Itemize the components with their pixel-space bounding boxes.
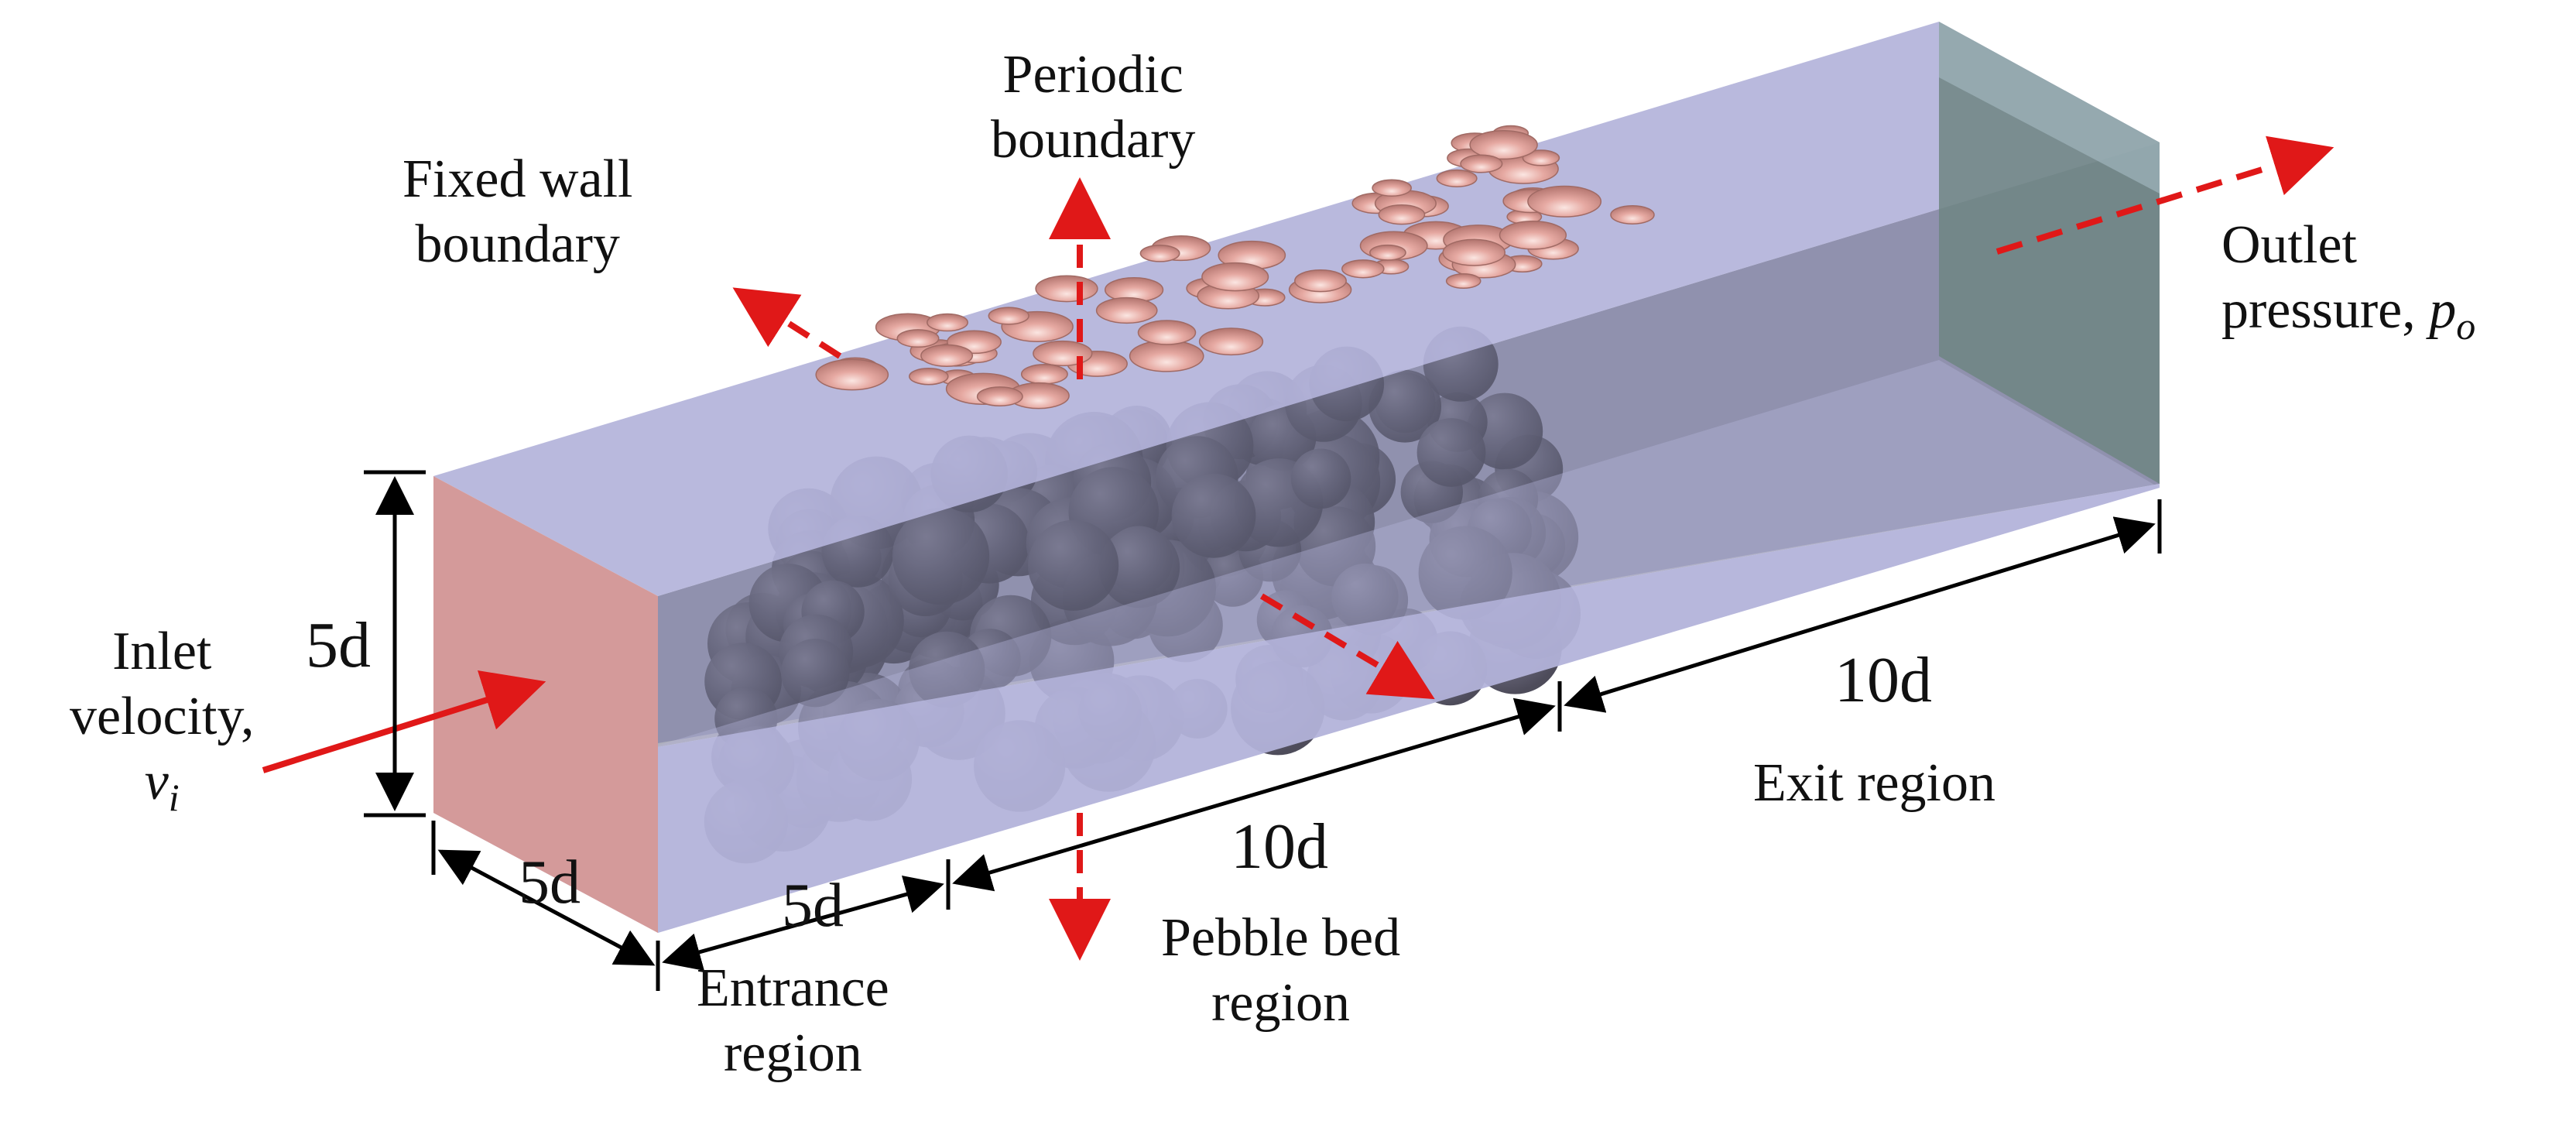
outlet-pressure-label: Outlet pressure, po [2221, 213, 2475, 349]
outlet-label-line2: pressure, po [2221, 278, 2475, 349]
dimension-lines [364, 470, 2162, 991]
pebble-cap [1469, 130, 1538, 160]
inlet-label-line2: velocity, [70, 687, 255, 746]
periodic-label-line2: boundary [991, 110, 1196, 170]
outlet-label-text: pressure, [2221, 280, 2430, 340]
entrance-label-line1: Entrance [697, 958, 889, 1018]
outlet-label-line1: Outlet [2221, 215, 2357, 275]
pebble-cap [1460, 154, 1503, 173]
pebble-label-line2: region [1211, 973, 1350, 1033]
pebble-cap [1035, 275, 1098, 303]
pebble-cap [1522, 149, 1560, 166]
outlet-face-top [1939, 22, 2160, 194]
entrance-dimension-label: 5d [782, 872, 844, 940]
pebble-cap [1436, 169, 1478, 187]
inlet-subscript: i [168, 776, 180, 819]
pebble-cap [1499, 221, 1567, 250]
pebble-cap [1378, 204, 1426, 225]
pebble-cap [815, 358, 889, 391]
fixed-wall-boundary-label: Fixed wall boundary [402, 147, 632, 277]
periodic-boundary-label: Periodic boundary [991, 43, 1195, 173]
pebble-cap [1020, 364, 1068, 385]
outlet-arrow [1995, 135, 2334, 255]
channel-top-face [433, 22, 2160, 596]
exit-label-line1: Exit region [1753, 753, 1995, 813]
pebble-cap [1198, 327, 1264, 356]
pebble-label-line1: Pebble bed [1161, 908, 1401, 968]
periodic-label-line1: Periodic [1002, 45, 1184, 105]
pebble-cap [896, 329, 940, 348]
pebble-cap [1137, 320, 1197, 345]
pebble-cap [1033, 340, 1093, 367]
exit-region-label: Exit region [1753, 751, 1995, 816]
pebble-caps [815, 125, 1655, 410]
channel-under-face [433, 360, 2160, 933]
pebble-cap [1445, 273, 1482, 290]
fixed-wall-label-line2: boundary [415, 214, 620, 274]
pebble-dimension-label: 10d [1231, 811, 1328, 883]
inlet-symbol: v [144, 752, 169, 811]
fixed-wall-arrow-front [1259, 593, 1435, 700]
pebble-cap [988, 307, 1029, 325]
pebble-cap [1129, 340, 1204, 372]
fixed-wall-arrow [732, 287, 842, 359]
entrance-region-label: Entrance region [697, 956, 889, 1086]
fixed-wall-label-line1: Fixed wall [402, 149, 633, 209]
pebble-cap [909, 367, 949, 386]
pebble-cap [1139, 244, 1180, 262]
pebble-cap [1610, 205, 1655, 225]
channel-side-face [658, 142, 2160, 747]
exit-dimension-label: 10d [1834, 644, 1932, 716]
pebble-cap [1369, 244, 1406, 261]
pebble-cap [1294, 269, 1347, 293]
pebble-cap [920, 344, 974, 368]
pebble-cap [1527, 185, 1602, 218]
pebble-bed-region-label: Pebble bed region [1161, 906, 1400, 1036]
entrance-label-line2: region [723, 1023, 862, 1083]
width-dimension-label: 5d [519, 848, 581, 917]
inlet-velocity-label: Inlet velocity, vi [70, 619, 254, 821]
pebble-cap [1372, 179, 1412, 197]
pebble-cap [1095, 296, 1158, 324]
pebble-cap [1341, 259, 1385, 279]
pebble-cap [1442, 238, 1506, 266]
height-dimension-label: 5d [306, 609, 371, 681]
outlet-subscript: o [2456, 304, 2476, 348]
pebble-cap [1201, 262, 1269, 292]
inlet-label-line3: vi [70, 749, 254, 821]
pebble-cap [927, 313, 968, 332]
pebble-cap [976, 386, 1023, 407]
outlet-symbol: p [2429, 280, 2457, 340]
inlet-label-line1: Inlet [112, 622, 212, 681]
